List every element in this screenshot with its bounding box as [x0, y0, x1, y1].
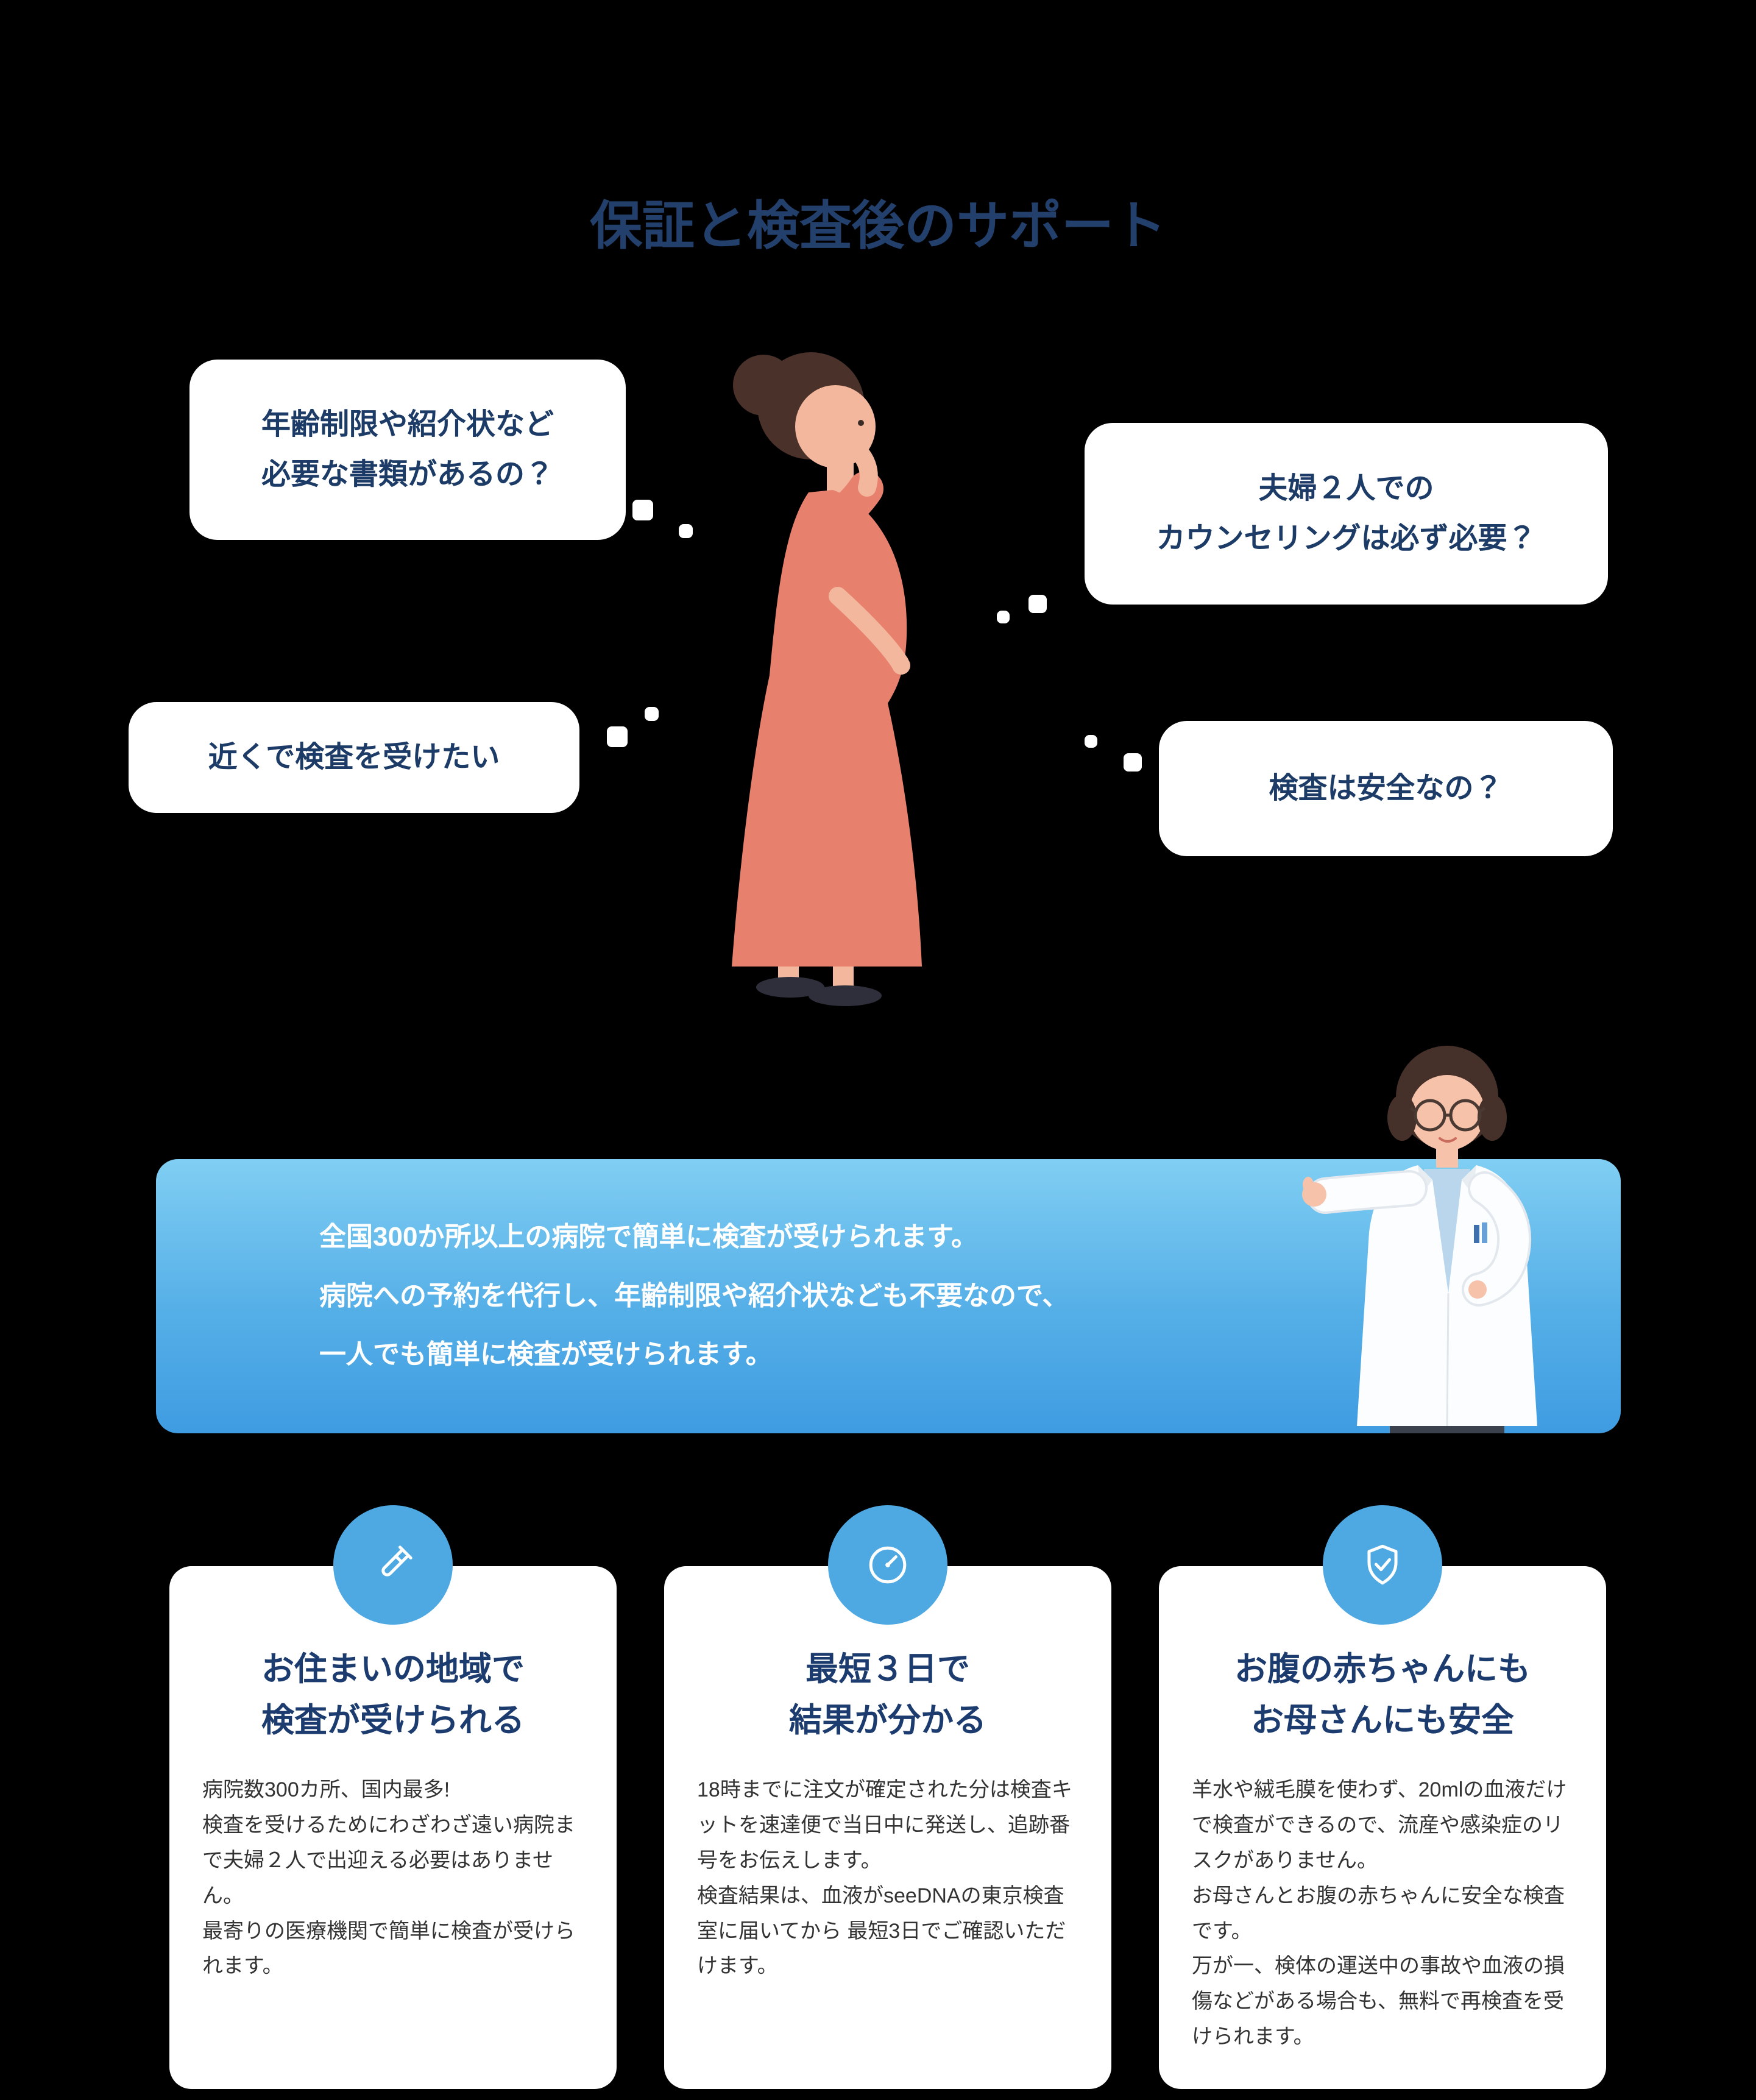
- feature-card-speed: 最短３日で 結果が分かる 18時までに注文が確定された分は検査キットを速達便で当…: [664, 1505, 1111, 2089]
- card-body: 18時までに注文が確定された分は検査キットを速達便で当日中に発送し、追跡番号をお…: [697, 1778, 1072, 1978]
- question-bubble-documents: 年齢制限や紹介状など 必要な書類があるの？: [189, 360, 626, 540]
- gauge-icon: [828, 1505, 947, 1625]
- bubble-text: 夫婦２人での カウンセリングは必ず必要？: [1156, 472, 1537, 555]
- thought-dot: [1085, 735, 1097, 748]
- bubble-text: 検査は安全なの？: [1269, 772, 1503, 805]
- card-body: 羊水や絨毛膜を使わず、20mlの血液だけで検査ができるので、流産や感染症のリスク…: [1192, 1778, 1567, 2048]
- pregnant-woman-illustration: [732, 352, 922, 1006]
- feature-card-region: お住まいの地域で 検査が受けられる 病院数300カ所、国内最多! 検査を受けるた…: [169, 1505, 617, 2089]
- card-title: 最短３日で 結果が分かる: [789, 1651, 986, 1739]
- shield-check-icon: [1323, 1505, 1442, 1625]
- test-tube-icon: [333, 1505, 453, 1625]
- female-doctor-illustration: [1302, 1046, 1537, 1433]
- thought-dot: [1028, 595, 1047, 613]
- card-title: お住まいの地域で 検査が受けられる: [261, 1651, 525, 1739]
- thought-dot: [645, 707, 659, 721]
- thought-dot: [1124, 753, 1142, 772]
- bubble-text: 近くで検査を受けたい: [208, 741, 500, 774]
- question-bubble-counseling: 夫婦２人での カウンセリングは必ず必要？: [1085, 423, 1608, 605]
- card-title: お腹の赤ちゃんにも お母さんにも安全: [1234, 1651, 1531, 1739]
- thought-dot: [632, 500, 653, 520]
- question-bubble-nearby: 近くで検査を受けたい: [129, 702, 579, 813]
- page-title: 保証と検査後のサポート: [590, 197, 1166, 255]
- bubble-text: 年齢制限や紹介状など 必要な書類があるの？: [261, 408, 554, 491]
- question-bubble-safety: 検査は安全なの？: [1159, 721, 1613, 856]
- info-text: 全国300か所以上の病院で簡単に検査が受けられます。 病院への予約を代行し、年齢…: [319, 1221, 1069, 1370]
- card-body: 病院数300カ所、国内最多! 検査を受けるためにわざわざ遠い病院まで夫婦２人で出…: [202, 1778, 575, 1978]
- thought-dot: [997, 611, 1010, 623]
- thought-dot: [679, 524, 693, 538]
- feature-card-safety: お腹の赤ちゃんにも お母さんにも安全 羊水や絨毛膜を使わず、20mlの血液だけで…: [1159, 1505, 1606, 2089]
- thought-dot: [607, 726, 628, 747]
